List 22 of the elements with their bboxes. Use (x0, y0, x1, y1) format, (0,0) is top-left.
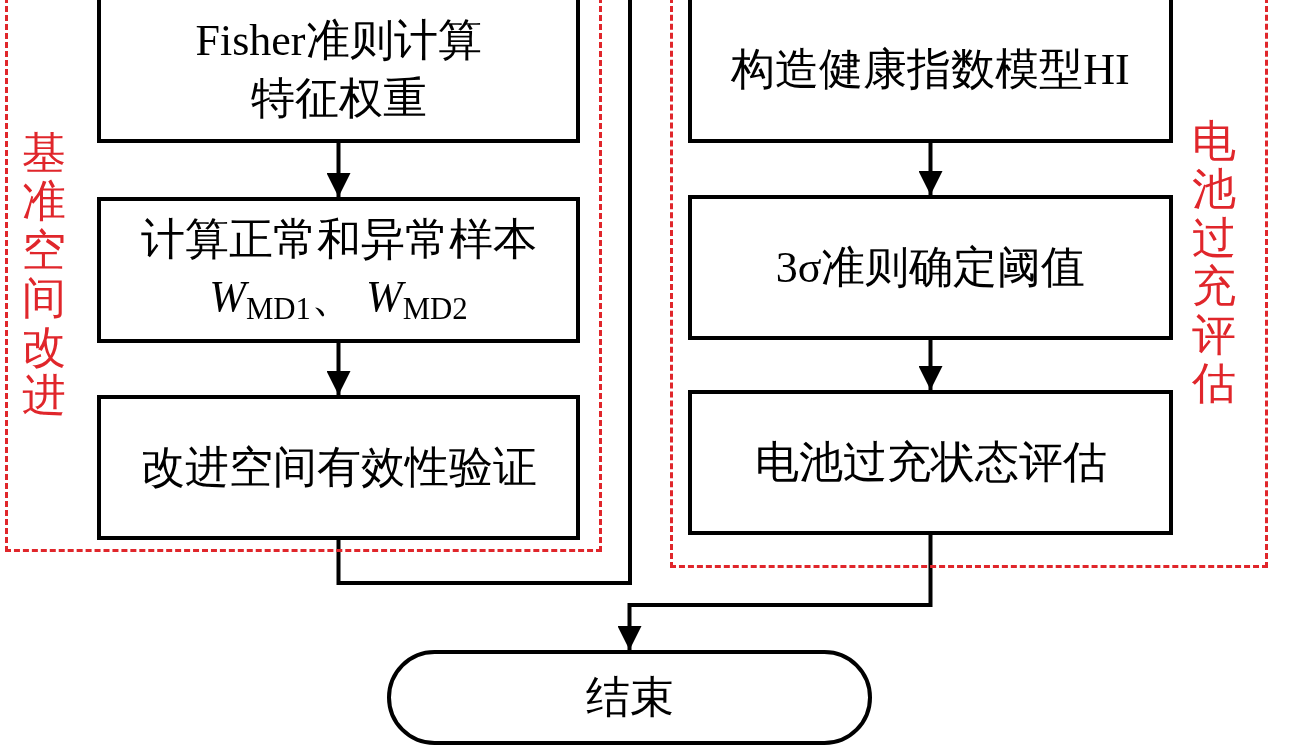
step-text: 电池过充状态评估 (754, 436, 1107, 489)
step-text: 计算正常和异常样本 W$_{MD1}$、 W$_{MD2}$ (139, 214, 538, 328)
process-box (97, 395, 580, 540)
process-box (97, 197, 580, 343)
step-text: 改进空间有效性验证 (140, 441, 537, 494)
dashed-group-frame (670, 0, 1268, 568)
dashed-group-frame (5, 0, 602, 552)
step-text: 结束 (585, 671, 674, 724)
process-box (688, 0, 1173, 143)
group-title: 基准空间改进 (22, 130, 66, 421)
arrow (918, 143, 943, 195)
process-box (97, 0, 580, 143)
arrow (326, 143, 351, 197)
step-text: 3σ准则确定阈值 (775, 241, 1086, 294)
step-text: 构造健康指数模型HI (731, 43, 1130, 96)
step-text: Fisher准则计算特征权重 (194, 15, 483, 125)
process-box (688, 390, 1173, 535)
group-title: 电池过充评估 (1192, 118, 1236, 409)
arrow (326, 343, 351, 395)
arrow (617, 535, 933, 650)
arrow (918, 340, 943, 390)
process-box (688, 195, 1173, 340)
